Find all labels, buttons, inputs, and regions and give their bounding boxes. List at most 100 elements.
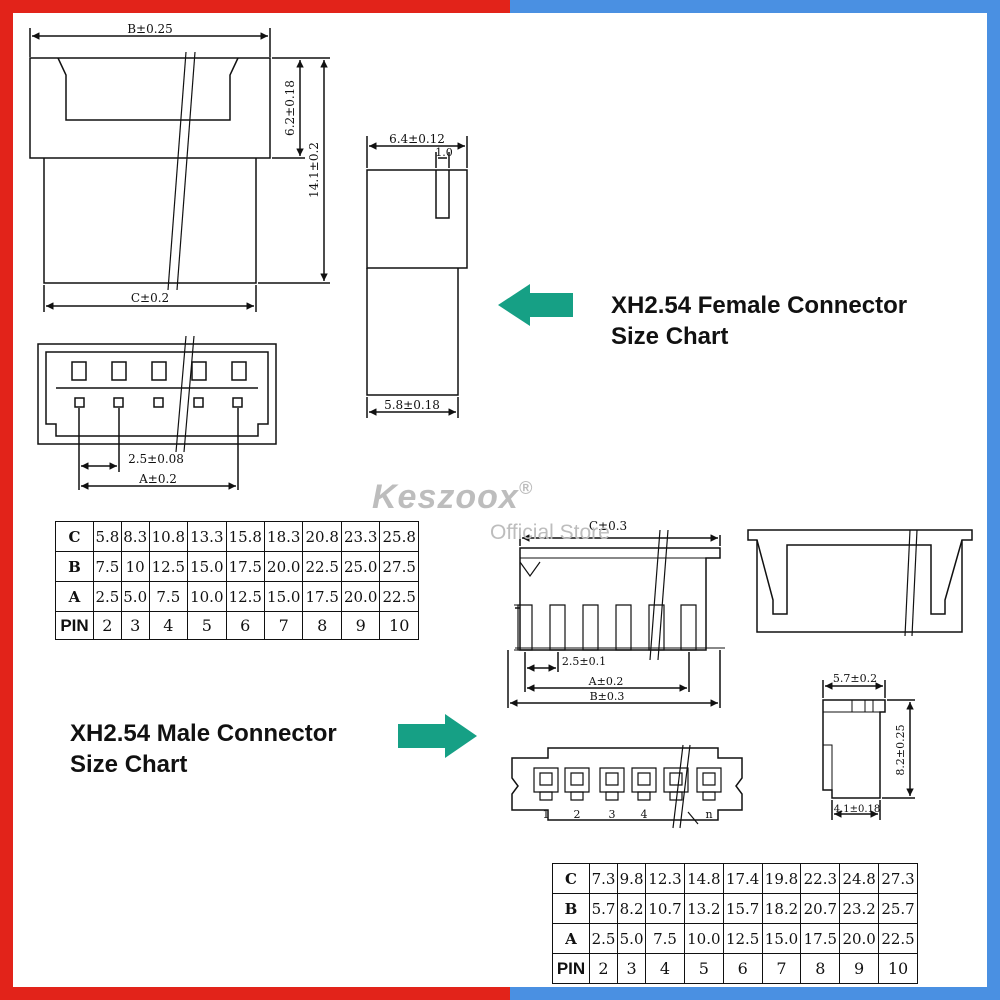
female-heading-line1: XH2.54 Female Connector: [611, 292, 908, 319]
table-cell: 20.0: [839, 923, 880, 954]
female-heading: XH2.54 Female Connector Size Chart: [611, 290, 907, 352]
table-cell: 15.0: [187, 551, 227, 582]
dim-male-side-height: 8.2±0.25: [894, 724, 907, 775]
table-cell: 12.5: [148, 551, 189, 582]
table-cell: 12.3: [645, 863, 685, 894]
table-cell: 22.5: [379, 581, 419, 612]
table-row: C 7.3 9.8 12.3 14.8 17.4 19.8 22.3 24.8 …: [552, 863, 918, 894]
table-cell: 15.0: [263, 581, 304, 612]
table-cell: 9.8: [617, 863, 647, 894]
row-label-b: B: [552, 893, 590, 924]
table-cell: 24.8: [839, 863, 880, 894]
pin-label-n: n: [705, 808, 712, 821]
frame-right-top: [510, 0, 1000, 13]
table-cell: 23.2: [839, 893, 880, 924]
row-label-b: B: [55, 551, 94, 582]
table-cell: 13.2: [683, 893, 724, 924]
table-row: B 5.7 8.2 10.7 13.2 15.7 18.2 20.7 23.2 …: [552, 893, 918, 924]
dim-female-side-base: 5.8±0.18: [384, 398, 440, 412]
dim-male-pitch: 2.5±0.1: [562, 655, 606, 668]
frame-left-side: [0, 0, 13, 1000]
table-cell: 8: [800, 953, 841, 984]
female-top-view: [37, 335, 277, 490]
dim-male-c: C±0.3: [589, 519, 627, 533]
table-cell: 10: [379, 611, 419, 640]
male-front-view: [507, 529, 725, 708]
table-cell: 10.7: [645, 893, 685, 924]
dim-male-side-base: 4.1±0.18: [834, 804, 881, 815]
table-cell: 20.7: [800, 893, 841, 924]
dim-female-h-inner: 6.2±0.18: [283, 80, 297, 136]
male-spec-table: C 7.3 9.8 12.3 14.8 17.4 19.8 22.3 24.8 …: [552, 863, 918, 984]
male-heading-line1: XH2.54 Male Connector: [70, 720, 337, 747]
table-cell: 10.0: [683, 923, 724, 954]
table-cell: 8.3: [120, 521, 150, 552]
dim-female-latch: 1.0: [435, 146, 453, 159]
watermark-brand-name: Keszoox: [372, 478, 519, 516]
table-cell: 17.5: [225, 551, 266, 582]
table-row: C 5.8 8.3 10.8 13.3 15.8 18.3 20.8 23.3 …: [55, 521, 419, 552]
table-cell: 25.0: [340, 551, 381, 582]
table-row: A 2.5 5.0 7.5 10.0 12.5 15.0 17.5 20.0 2…: [552, 923, 918, 954]
female-heading-line2: Size Chart: [611, 323, 729, 350]
table-cell: 3: [617, 953, 647, 984]
watermark-store: Official Store: [490, 521, 610, 544]
table-row: PIN 2 3 4 5 6 7 8 9 10: [552, 953, 918, 984]
table-cell: 4: [148, 611, 189, 640]
table-cell: 9: [839, 953, 880, 984]
table-cell: 6: [225, 611, 266, 640]
table-cell: 5.0: [617, 923, 647, 954]
male-bottom-view: [511, 744, 743, 829]
row-label-pin: PIN: [552, 953, 590, 984]
row-label-c: C: [55, 521, 94, 552]
table-cell: 22.5: [878, 923, 918, 954]
table-cell: 20.0: [263, 551, 304, 582]
dim-male-b: B±0.3: [590, 690, 625, 703]
table-cell: 10.0: [187, 581, 227, 612]
dim-female-b: B±0.25: [127, 22, 173, 36]
dim-female-h-total: 14.1±0.2: [307, 142, 321, 198]
table-cell: 8.2: [617, 893, 647, 924]
table-cell: 2: [588, 953, 619, 984]
frame-left-bottom: [0, 987, 510, 1000]
dim-female-c: C±0.2: [131, 291, 169, 305]
table-cell: 18.2: [761, 893, 802, 924]
table-cell: 13.3: [187, 521, 227, 552]
table-row: PIN 2 3 4 5 6 7 8 9 10: [55, 611, 419, 640]
row-label-pin: PIN: [55, 611, 94, 640]
pin-label-2: 2: [574, 808, 581, 821]
table-cell: 5: [683, 953, 724, 984]
dim-male-side-width: 5.7±0.2: [833, 672, 877, 685]
table-cell: 7.5: [148, 581, 189, 612]
male-arrow-icon: [398, 714, 477, 758]
table-cell: 18.3: [263, 521, 304, 552]
table-cell: 22.5: [302, 551, 342, 582]
table-cell: 5.8: [93, 521, 122, 552]
table-cell: 4: [645, 953, 685, 984]
pin-label-4: 4: [641, 808, 648, 821]
table-cell: 7: [761, 953, 802, 984]
dim-male-a: A±0.2: [588, 675, 624, 688]
table-cell: 19.8: [761, 863, 802, 894]
table-cell: 5: [187, 611, 227, 640]
dim-female-side-width: 6.4±0.12: [389, 132, 445, 146]
male-heading: XH2.54 Male Connector Size Chart: [70, 718, 337, 780]
table-row: B 7.5 10 12.5 15.0 17.5 20.0 22.5 25.0 2…: [55, 551, 419, 582]
table-cell: 27.5: [379, 551, 419, 582]
table-cell: 10.8: [148, 521, 189, 552]
table-cell: 27.3: [878, 863, 918, 894]
female-arrow-icon: [498, 284, 573, 326]
table-cell: 15.8: [225, 521, 266, 552]
row-label-c: C: [552, 863, 590, 894]
table-cell: 2.5: [93, 581, 122, 612]
table-cell: 3: [120, 611, 150, 640]
table-cell: 25.7: [878, 893, 918, 924]
table-cell: 7.5: [93, 551, 122, 582]
row-label-a: A: [552, 923, 590, 954]
table-cell: 17.5: [302, 581, 342, 612]
frame-left-top: [0, 0, 510, 13]
pin-label-1: 1: [543, 808, 550, 821]
table-cell: 6: [722, 953, 763, 984]
female-front-view: [29, 28, 330, 312]
